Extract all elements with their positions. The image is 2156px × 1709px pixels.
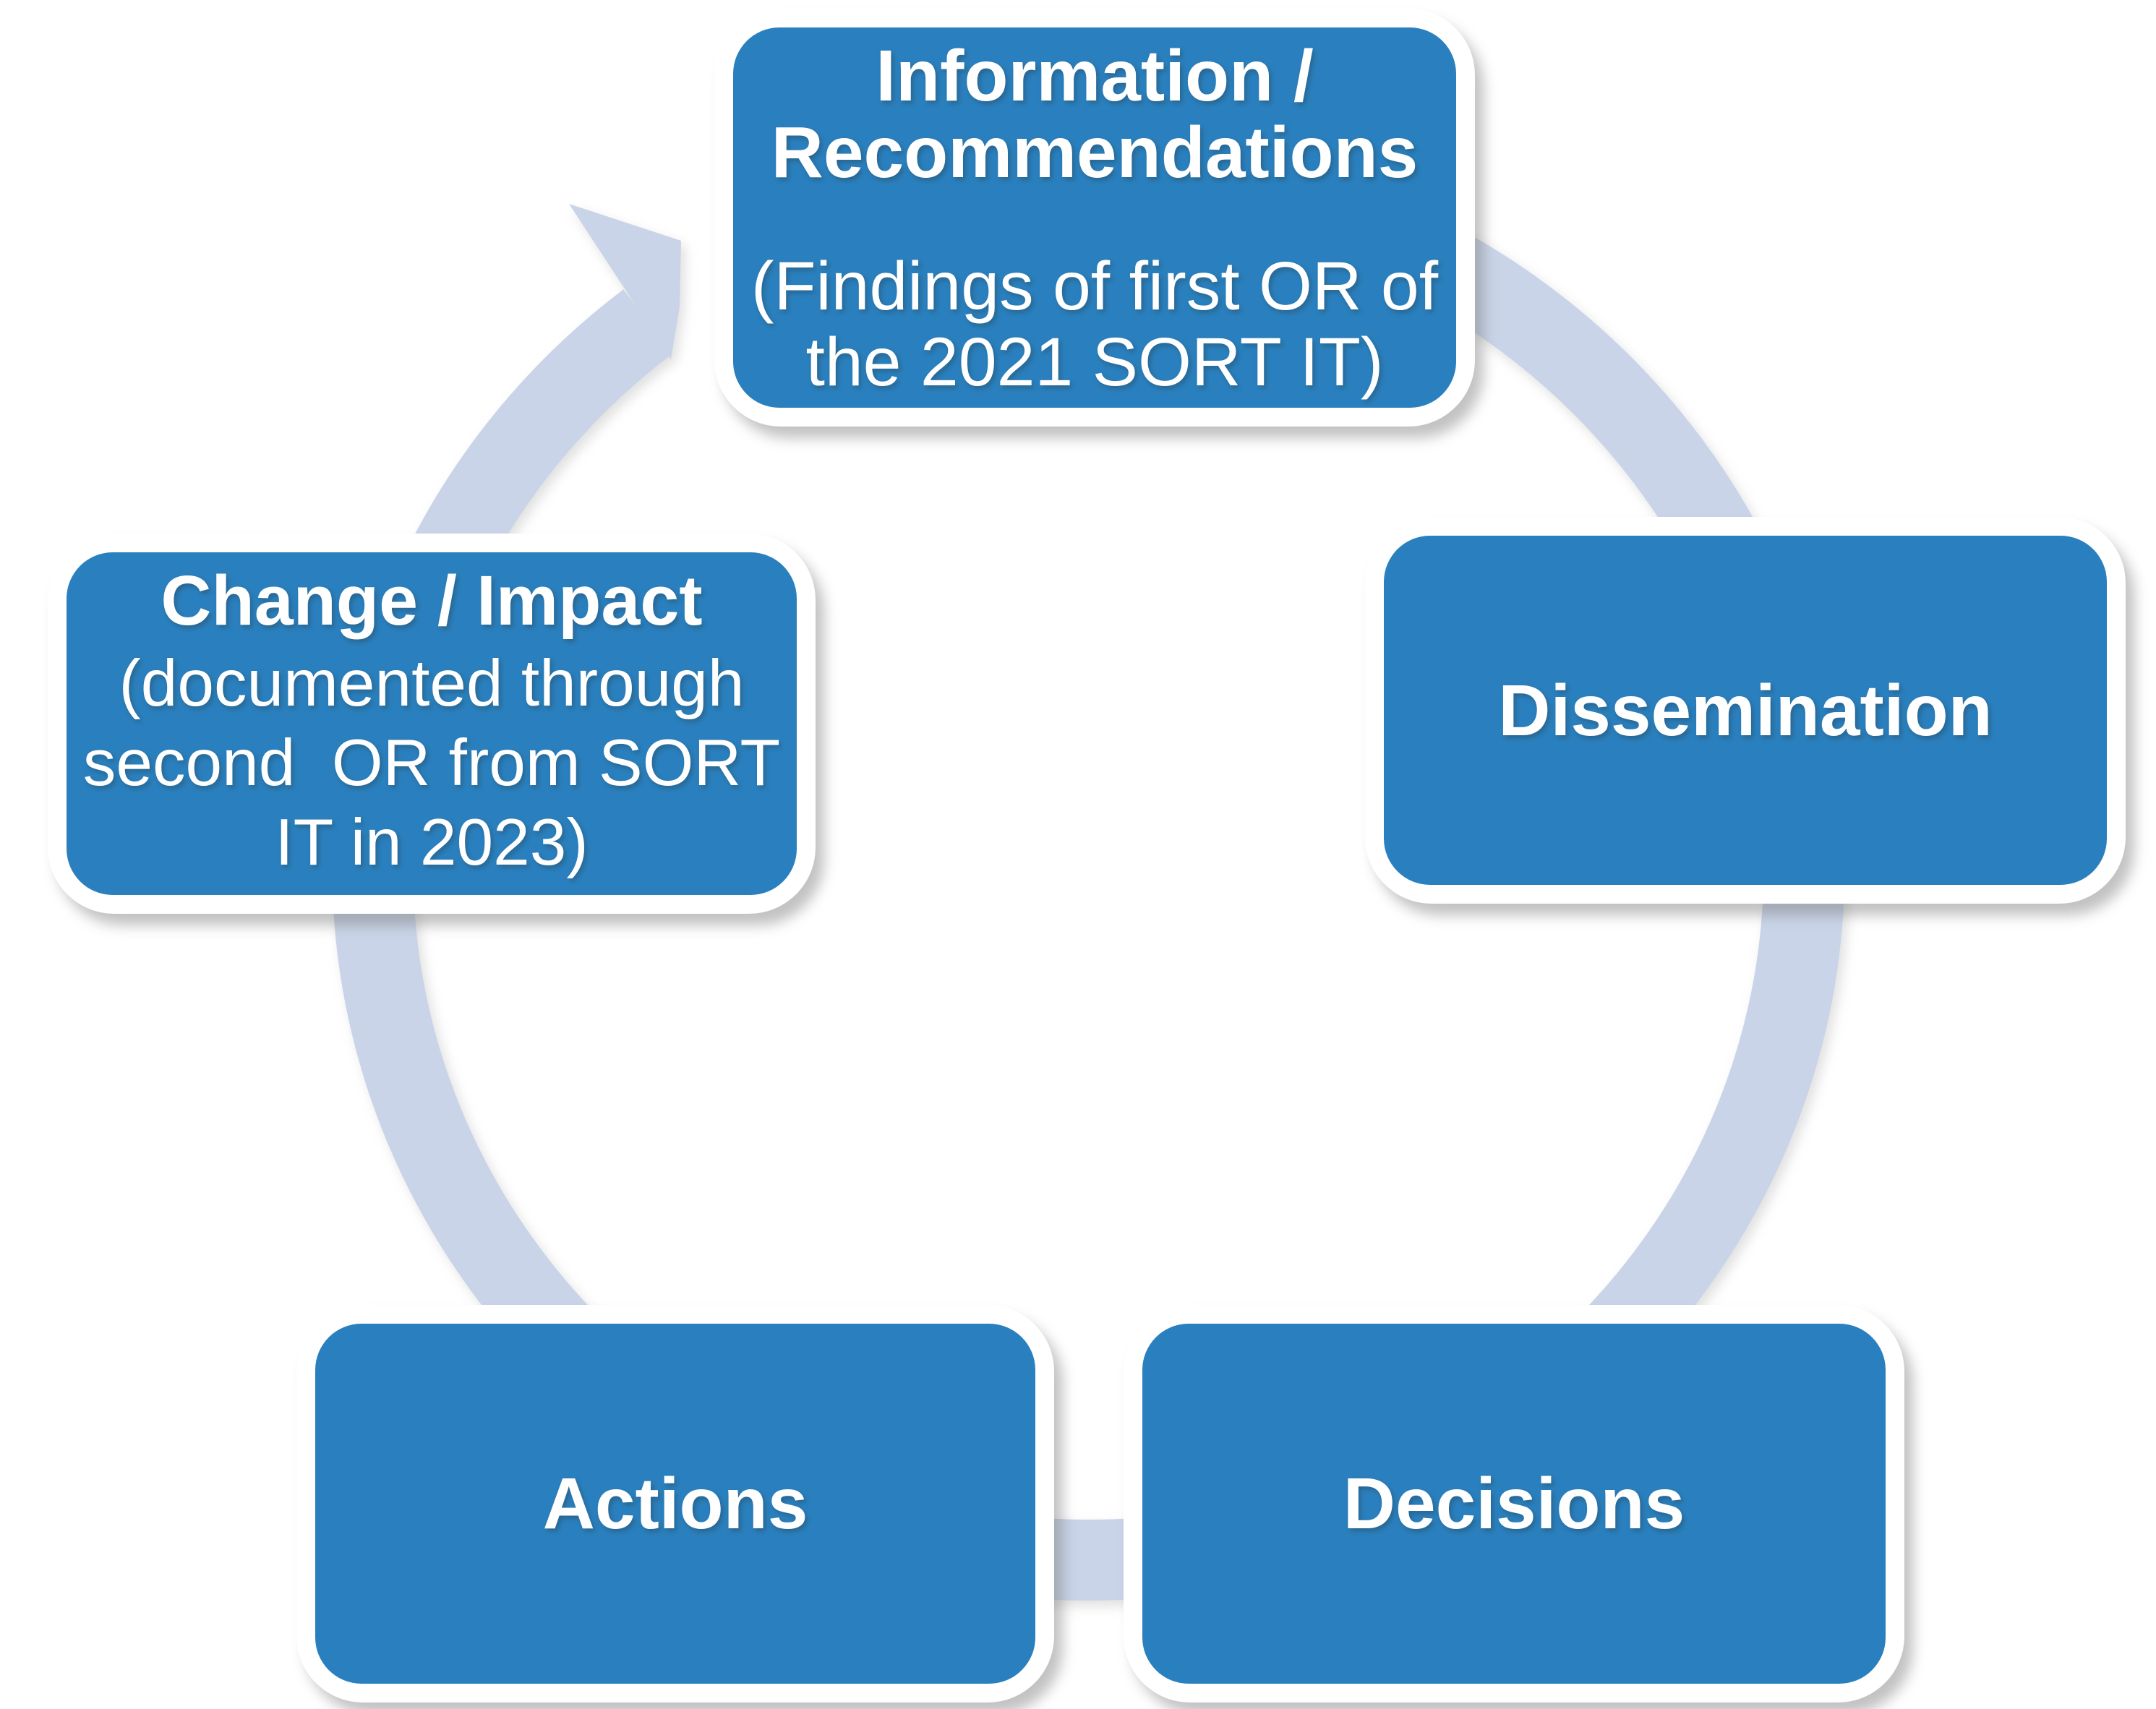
node-title: Dissemination <box>1498 669 1993 751</box>
cycle-node-change-impact: Change / Impact (documented through seco… <box>48 534 816 914</box>
node-body: Dissemination <box>1384 536 2107 885</box>
node-title: Information / Recommendations <box>771 35 1419 193</box>
node-body: Change / Impact (documented through seco… <box>67 552 797 895</box>
cycle-node-dissemination: Dissemination <box>1365 517 2126 904</box>
node-subtitle: (Findings of first OR of the 2021 SORT I… <box>750 248 1439 401</box>
cycle-node-decisions: Decisions <box>1124 1305 1904 1702</box>
node-title: Change / Impact <box>161 561 703 641</box>
cycle-arrow-head-icon <box>569 204 681 359</box>
node-body: Information / Recommendations (Findings … <box>733 27 1456 408</box>
cycle-node-information-recommendations: Information / Recommendations (Findings … <box>714 9 1475 427</box>
cycle-node-actions: Actions <box>296 1305 1054 1702</box>
node-title: Actions <box>542 1463 808 1544</box>
node-body: Actions <box>315 1324 1035 1684</box>
node-body: Decisions <box>1142 1324 1886 1684</box>
node-title: Decisions <box>1343 1463 1685 1544</box>
node-subtitle: (documented through second OR from SORT … <box>82 647 781 880</box>
